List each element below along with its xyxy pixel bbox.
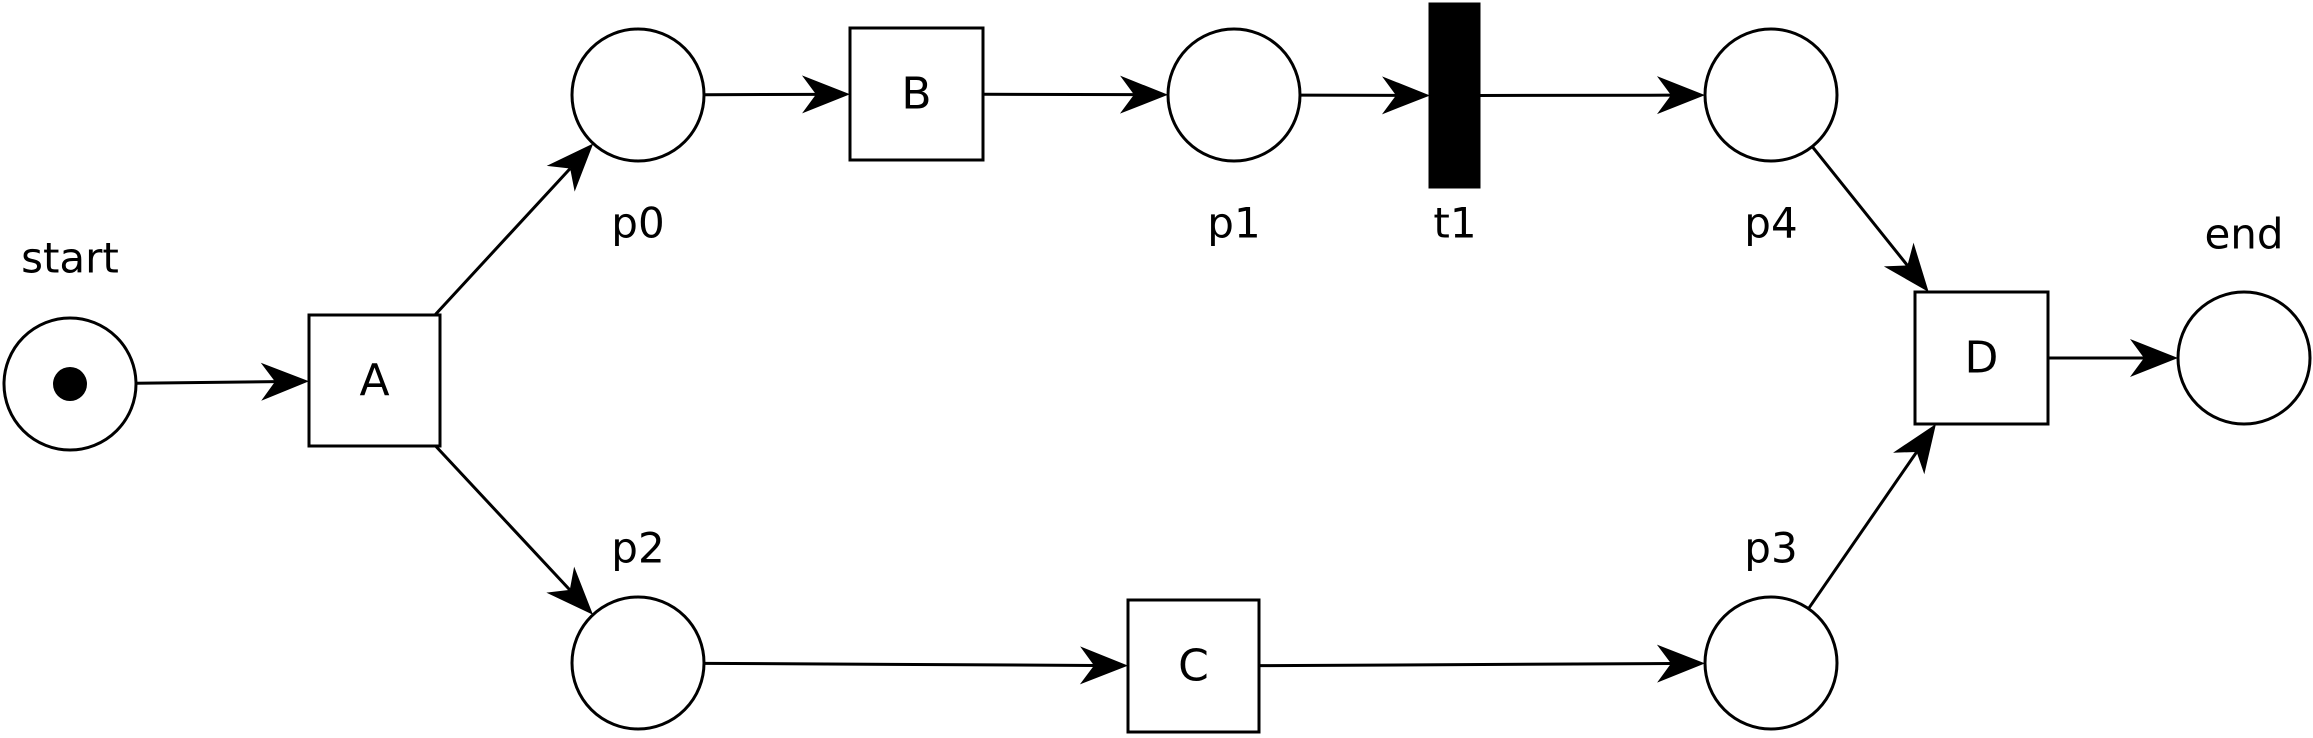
arrowhead: [546, 566, 593, 615]
arc-line: [433, 167, 572, 317]
place-circle[interactable]: [1703, 27, 1839, 163]
transition-label: A: [359, 355, 389, 406]
place-label: p3: [1744, 524, 1797, 573]
place-end[interactable]: end: [2176, 210, 2312, 426]
arc-D-to-end: [2048, 339, 2178, 377]
arrowhead: [1656, 76, 1706, 115]
place-circle[interactable]: [1703, 595, 1839, 731]
transition-label: t1: [1433, 199, 1476, 248]
arrowhead: [1119, 75, 1169, 114]
transition-label: B: [901, 69, 931, 120]
arc-line: [434, 444, 571, 591]
arc-p4-to-D: [1811, 145, 1929, 292]
arc-p0-to-B: [703, 75, 850, 114]
arrowhead: [1656, 644, 1706, 683]
arrowhead: [260, 362, 309, 401]
place-label: end: [2204, 210, 2283, 259]
transition-box[interactable]: [307, 313, 442, 448]
place-p4[interactable]: p4: [1703, 27, 1839, 248]
transition-D[interactable]: D: [1913, 290, 2050, 426]
place-label: p2: [611, 524, 664, 573]
place-circle[interactable]: [570, 595, 706, 731]
place-start[interactable]: start: [2, 234, 138, 452]
arrowhead: [1079, 646, 1128, 685]
arc-t1-to-p4: [1478, 76, 1706, 115]
place-p1[interactable]: p1: [1166, 27, 1302, 248]
arrowhead: [1883, 242, 1929, 292]
transition-box[interactable]: [848, 26, 985, 162]
arc-p2-to-C: [703, 646, 1128, 685]
token: [53, 367, 87, 401]
transition-box[interactable]: [1913, 290, 2050, 426]
arc-A-to-p0: [433, 143, 594, 317]
place-label: p0: [611, 199, 664, 248]
arc-p1-to-t1: [1299, 76, 1430, 115]
transition-t1[interactable]: t1: [1428, 2, 1481, 248]
place-p0[interactable]: p0: [570, 27, 706, 248]
arc-line: [1807, 451, 1918, 610]
place-label: p4: [1744, 199, 1797, 248]
arc-line: [703, 661, 1095, 667]
place-circle[interactable]: [2176, 290, 2312, 426]
arc-A-to-p2: [434, 444, 593, 615]
transition-label: D: [1965, 333, 1999, 384]
arc-start-to-A: [135, 362, 309, 401]
transition-box[interactable]: [1126, 598, 1261, 734]
arrowhead: [1893, 424, 1936, 475]
arrowhead: [2130, 339, 2178, 377]
arc-C-to-p3: [1258, 644, 1706, 683]
place-circle[interactable]: [1166, 27, 1302, 163]
transition-C[interactable]: C: [1126, 598, 1261, 734]
arc-line: [135, 380, 276, 385]
arc-line: [1811, 145, 1909, 267]
place-circle[interactable]: [570, 27, 706, 163]
arc-p3-to-D: [1807, 424, 1936, 610]
arcs: [135, 75, 2178, 685]
silent-transition-bar[interactable]: [1428, 2, 1481, 189]
transition-label: C: [1178, 641, 1209, 692]
transition-A[interactable]: A: [307, 313, 442, 448]
place-label: p1: [1207, 199, 1260, 248]
place-label: start: [21, 234, 119, 283]
place-p3[interactable]: p3: [1703, 524, 1839, 731]
places: start p0 p1 p2 p3 p4 end: [2, 27, 2312, 731]
arc-B-to-p1: [982, 75, 1169, 114]
arrowhead: [1381, 76, 1430, 115]
arrowhead: [546, 143, 594, 192]
transitions: A B C Dt1: [307, 2, 2050, 734]
arrowhead: [801, 75, 850, 114]
place-p2[interactable]: p2: [570, 524, 706, 731]
transition-B[interactable]: B: [848, 26, 985, 162]
arc-line: [1258, 662, 1672, 668]
